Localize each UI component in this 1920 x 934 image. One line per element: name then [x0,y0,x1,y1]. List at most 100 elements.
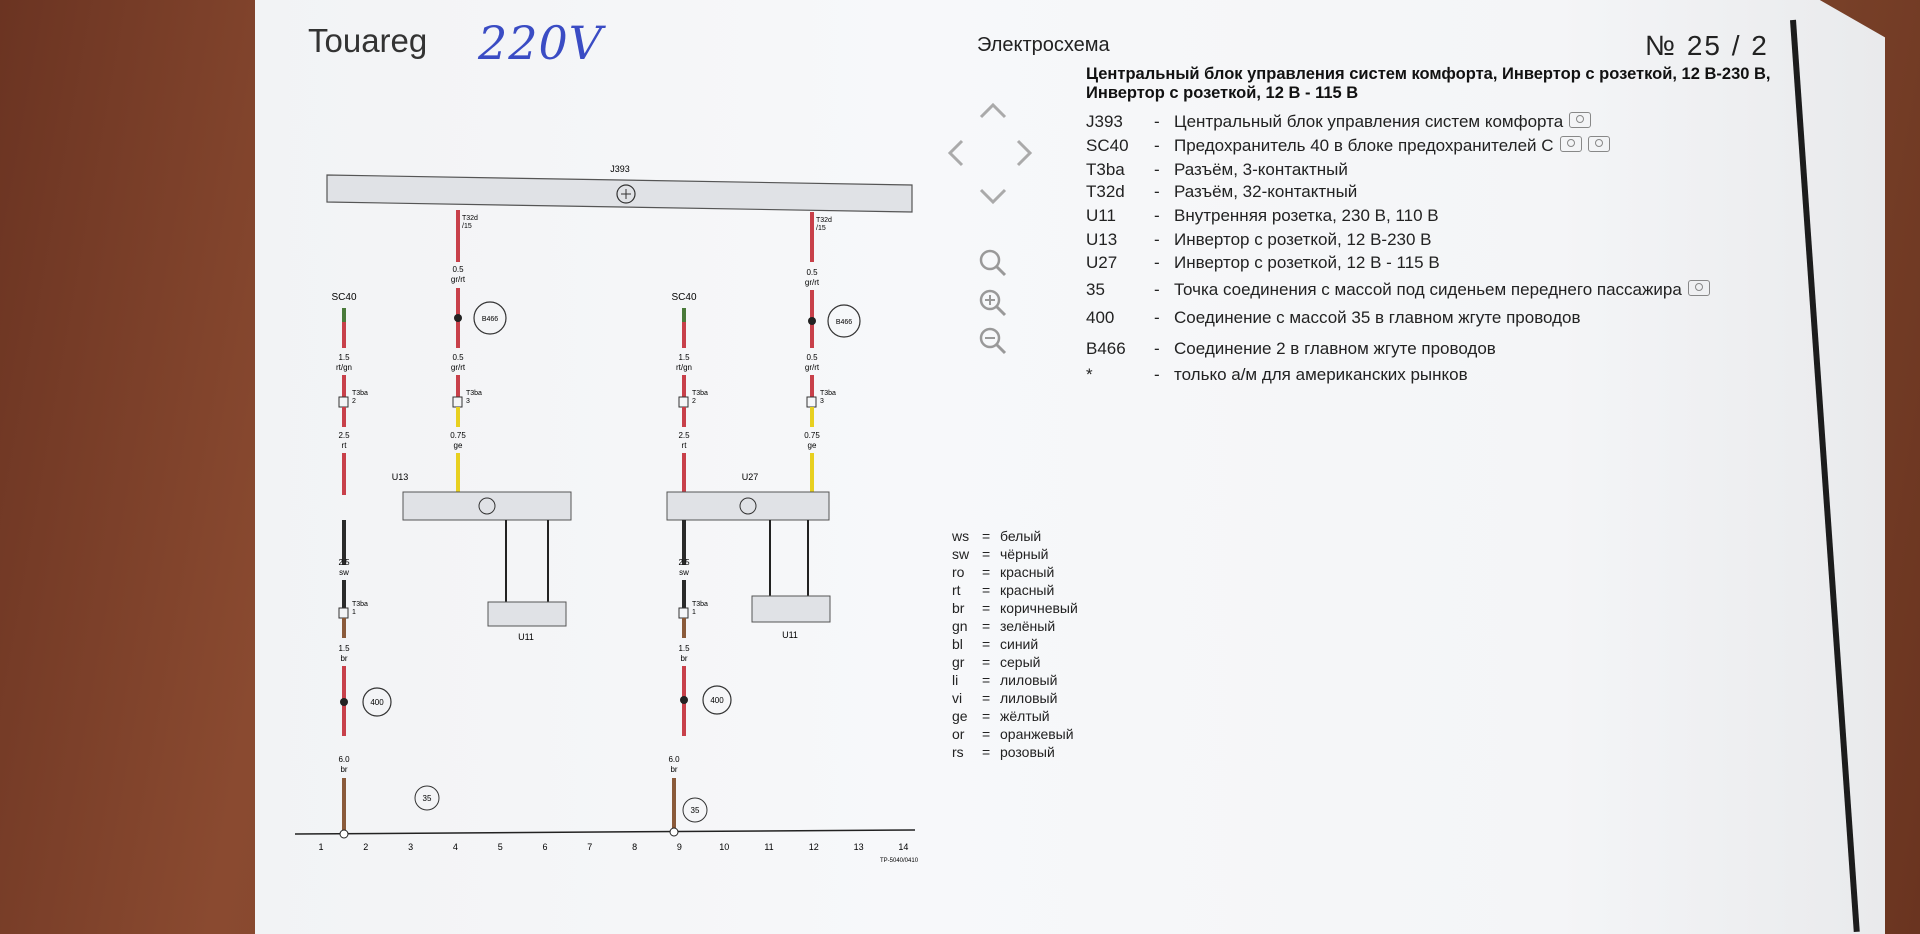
svg-text:U13: U13 [392,472,409,482]
legend-text: Внутренняя розетка, 230 В, 110 В [1174,206,1439,225]
socket-u11-right [751,595,831,623]
color-code-row: rs=розовый [952,744,1055,760]
legend-dash: - [1154,280,1160,299]
color-code: or [952,726,965,742]
svg-text:rt/gn: rt/gn [336,363,352,372]
fuse-label: SC40 [331,292,356,303]
color-code: rt [952,582,961,598]
color-name: лиловый [1000,672,1058,688]
color-code-row: bl=синий [952,636,1038,652]
arrow-down-icon[interactable] [978,182,1008,214]
camera-icon[interactable] [1587,136,1610,152]
svg-text:T32d: T32d [816,217,832,224]
legend-text: Инвертор с розеткой, 12 В - 115 В [1174,253,1440,272]
color-code: ro [952,564,965,580]
svg-text:rt: rt [682,441,688,450]
svg-text:ge: ge [454,441,463,450]
legend-code: 400 [1086,308,1115,327]
legend-dash: - [1154,339,1160,358]
svg-text:br: br [680,654,687,663]
equals-sign: = [982,582,991,598]
page-number: № 25 / 2 [1645,30,1769,61]
legend-text: Предохранитель 40 в блоке предохранителе… [1174,136,1610,156]
legend-text: Разъём, 32-контактный [1174,182,1358,201]
track-number: 13 [854,842,864,852]
svg-text:br: br [340,654,347,663]
camera-icon[interactable] [1687,280,1710,296]
svg-text:0.75: 0.75 [804,431,820,440]
svg-text:2.5: 2.5 [678,558,690,567]
svg-text:3: 3 [466,398,470,405]
color-name: красный [1000,582,1055,598]
equals-sign: = [982,546,991,562]
svg-text:6.0: 6.0 [338,755,350,764]
svg-text:1.5: 1.5 [678,644,690,653]
camera-icon[interactable] [1569,112,1592,128]
color-code: gr [952,654,965,670]
equals-sign: = [982,690,991,706]
model-title: Touareg [308,22,428,59]
legend-text: Центральный блок управления систем комфо… [1174,112,1592,132]
wiring-diagram: J393 SC40 1.5 rt/gn T3ba 2 2.5 rt T32d /… [294,164,919,864]
svg-text:gr/rt: gr/rt [451,275,466,284]
inverter-u27 [666,491,830,521]
svg-text:2: 2 [352,398,356,405]
svg-text:T3ba: T3ba [466,390,482,397]
label-j393: J393 [610,164,630,174]
svg-text:1.5: 1.5 [338,353,350,362]
svg-text:sw: sw [339,568,349,577]
camera-icon[interactable] [1559,136,1582,152]
legend-text: Соединение с массой 35 в главном жгуте п… [1174,308,1581,327]
legend-dash: - [1154,308,1160,327]
legend-dash: - [1154,206,1160,225]
track-number: 3 [408,842,413,852]
legend-dash: - [1154,365,1160,384]
svg-text:U27: U27 [742,472,759,482]
svg-text:rt: rt [342,441,348,450]
inverter-u13 [402,491,572,521]
arrow-right-icon[interactable] [1015,138,1035,175]
zoom-in-icon[interactable] [978,288,1008,325]
document-sheet [255,0,1885,934]
color-name: лиловый [1000,690,1058,706]
svg-text:T3ba: T3ba [352,390,368,397]
svg-text:400: 400 [710,696,724,705]
track-number: 7 [587,842,592,852]
color-code-row: or=оранжевый [952,726,1074,742]
svg-text:0.5: 0.5 [452,265,464,274]
track-number: 1 [318,842,323,852]
circuit-u13: SC40 1.5 rt/gn T3ba 2 2.5 rt T32d /15 0.… [331,210,572,832]
legend-text: только а/м для американских рынков [1174,365,1468,384]
svg-text:T3ba: T3ba [820,390,836,397]
arrow-left-icon[interactable] [945,138,965,175]
track-number: 9 [677,842,682,852]
arrow-up-icon[interactable] [978,95,1008,127]
legend-text: Точка соединения с массой под сиденьем п… [1174,280,1710,300]
color-name: красный [1000,564,1055,580]
equals-sign: = [982,744,991,760]
color-name: розовый [1000,744,1055,760]
equals-sign: = [982,708,991,724]
legend-code: U13 [1086,230,1118,249]
legend-text: Соединение 2 в главном жгуте проводов [1174,339,1496,358]
legend-code: T3ba [1086,160,1125,179]
handwritten-note: 220V [478,16,604,70]
svg-text:400: 400 [370,698,384,707]
svg-text:gr/rt: gr/rt [451,363,466,372]
legend-dash: - [1154,136,1160,155]
legend-code: T32d [1086,182,1125,201]
equals-sign: = [982,672,991,688]
socket-u11-left [487,601,567,627]
legend-code: 35 [1086,280,1105,299]
color-name: серый [1000,654,1041,670]
color-code: gn [952,618,968,634]
legend-code: U11 [1086,206,1116,225]
zoom-out-icon[interactable] [978,326,1008,363]
svg-text:1: 1 [352,609,356,616]
svg-text:ge: ge [808,441,817,450]
color-code: ge [952,708,968,724]
svg-text:0.75: 0.75 [450,431,466,440]
track-number: 2 [363,842,368,852]
zoom-fit-icon[interactable] [978,248,1008,285]
legend-code: U27 [1086,253,1118,272]
